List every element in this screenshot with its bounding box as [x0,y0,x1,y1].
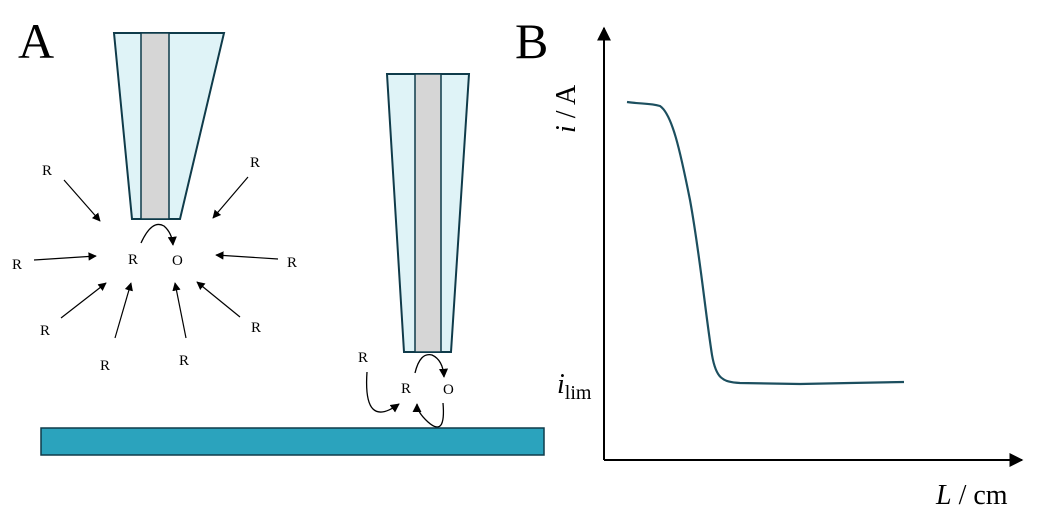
electrode-wire [140,32,170,220]
diffusion-arrow [114,282,133,339]
species-r-diffusing: R [12,257,22,273]
x-axis-title: L / cm [935,480,1008,511]
species-o-near: O [443,382,454,398]
limiting-current-label: ilim [557,369,592,404]
x-axis-unit: cm [973,480,1007,511]
species-o-center: O [172,253,183,269]
species-r-diffusing: R [179,353,189,369]
redox-conversion-arrow [140,223,177,246]
electrode-tip-near [385,73,471,353]
y-axis-title: i / A [551,84,582,133]
species-r-diffusing: R [250,155,260,171]
diffusion-arrow [63,179,101,222]
y-axis-symbol: i [551,125,582,133]
diffusion-arrow [212,176,249,219]
substrate [40,427,545,456]
diffusion-arrows: R R R R R R R R [12,155,297,374]
species-r-diffusing: R [287,255,297,271]
diffusion-arrow [365,371,400,413]
approach-curve [626,100,905,386]
electrode-wire [414,73,442,353]
redox-conversion-arrow [414,353,449,378]
species-r-diffusing: R [251,320,261,336]
diffusion-arrow [33,252,97,261]
panel-b: B i / A L / cm ilim [515,13,1024,511]
electrode-tip-far [112,32,226,220]
panel-a: A R O R R R R R R R R [12,13,545,456]
x-axis-symbol: L [935,480,952,511]
species-r-diffusing: R [100,358,110,374]
panel-b-label: B [515,13,548,69]
species-r-near: R [401,381,411,397]
y-axis-unit: A [551,84,582,105]
limiting-current-subscript: lim [565,382,592,404]
limiting-current-symbol: i [557,369,565,400]
diffusion-arrow [172,282,187,339]
diffusion-arrow [196,281,241,318]
diffusion-arrow [215,251,279,260]
species-r-incoming: R [358,350,368,366]
species-r-diffusing: R [40,323,50,339]
panel-a-label: A [18,13,54,69]
substrate-feedback-arrow [412,402,445,428]
species-r-center: R [128,252,138,268]
species-r-diffusing: R [42,163,52,179]
diffusion-arrow [60,282,107,319]
